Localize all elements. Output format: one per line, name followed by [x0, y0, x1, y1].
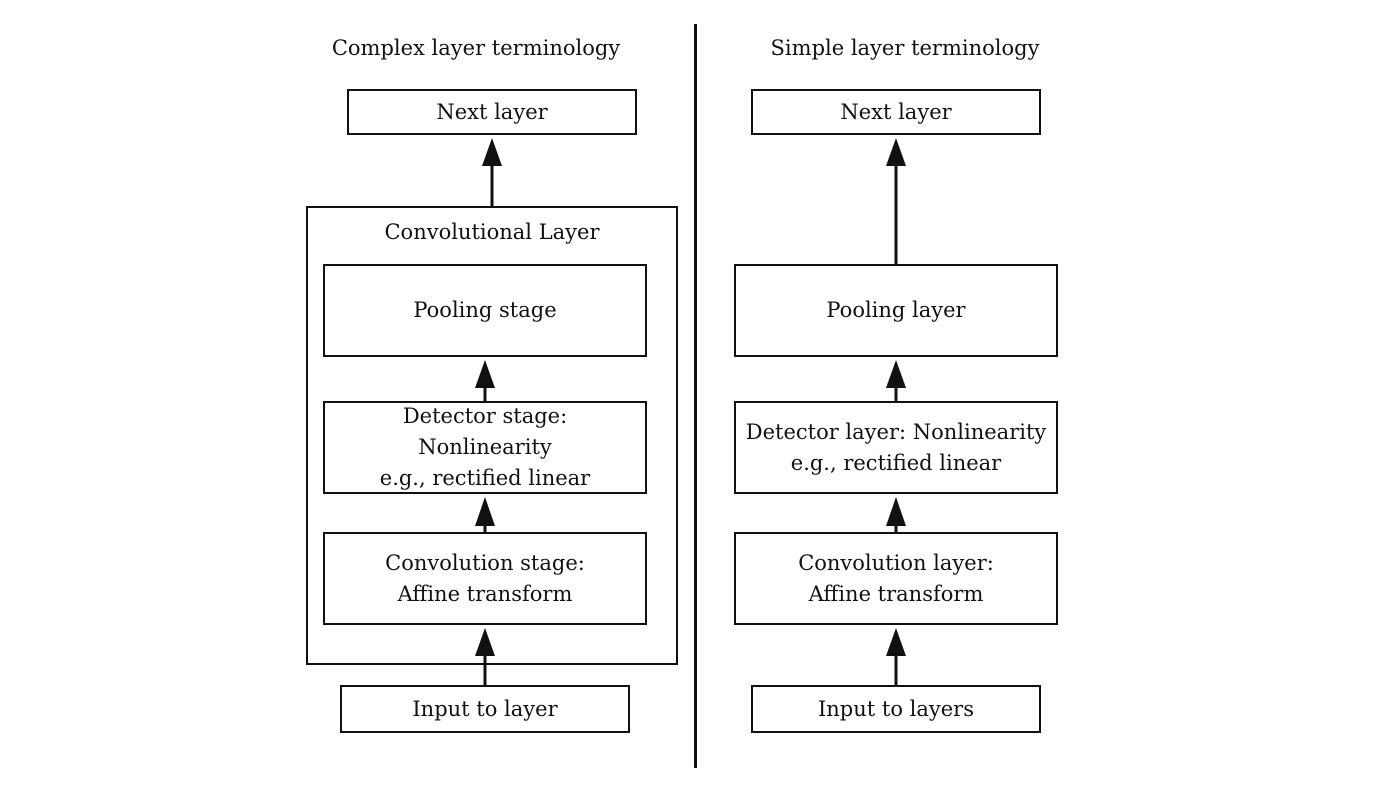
left-title: Complex layer terminology — [331, 36, 621, 60]
detector-stage-line: e.g., rectified linear — [379, 466, 591, 490]
arrow-right-detector-to-pooling — [886, 360, 906, 402]
arrow-left-container-to-next — [482, 138, 502, 207]
detector-layer-box: Detector layer: Nonlinearity e.g., recti… — [734, 401, 1058, 494]
detector-layer-line: e.g., rectified linear — [790, 450, 1002, 475]
column-divider — [694, 24, 697, 768]
convolution-stage-line: Affine transform — [397, 581, 573, 606]
pooling-stage-label: Pooling stage — [413, 298, 557, 322]
detector-stage-box: Detector stage: Nonlinearity e.g., recti… — [323, 401, 647, 494]
right-title: Simple layer terminology — [770, 36, 1040, 60]
pooling-layer-box: Pooling layer — [734, 264, 1058, 357]
arrow-right-input-to-convolution — [886, 628, 906, 685]
left-input-box: Input to layer — [340, 685, 630, 733]
convolution-stage-line: Convolution stage: — [385, 550, 585, 575]
detector-stage-line: Nonlinearity — [418, 435, 552, 459]
pooling-layer-label: Pooling layer — [826, 298, 966, 322]
convolutional-layer-container — [306, 206, 678, 665]
convolution-layer-box: Convolution layer: Affine transform — [734, 532, 1058, 625]
arrow-left-convolution-to-detector — [475, 497, 495, 533]
pooling-stage-box: Pooling stage — [323, 264, 647, 357]
detector-layer-line: Detector layer: Nonlinearity — [745, 419, 1047, 444]
left-next-layer-label: Next layer — [436, 99, 548, 124]
right-input-label: Input to layers — [817, 696, 974, 721]
convolution-layer-line: Convolution layer: — [798, 550, 994, 575]
arrow-left-input-to-convolution — [475, 628, 495, 685]
convolutional-layer-label: Convolutional Layer — [384, 220, 600, 244]
convolution-stage-box: Convolution stage: Affine transform — [323, 532, 647, 625]
left-next-layer-box: Next layer — [347, 89, 637, 135]
right-input-box: Input to layers — [751, 685, 1041, 733]
detector-stage-line: Detector stage: — [402, 404, 568, 428]
right-next-layer-box: Next layer — [751, 89, 1041, 135]
arrow-left-detector-to-pooling — [475, 360, 495, 402]
right-next-layer-label: Next layer — [840, 99, 952, 124]
arrow-right-pooling-to-next — [886, 138, 906, 265]
arrow-right-convolution-to-detector — [886, 497, 906, 533]
left-input-label: Input to layer — [412, 696, 558, 721]
convolution-layer-line: Affine transform — [808, 581, 984, 606]
